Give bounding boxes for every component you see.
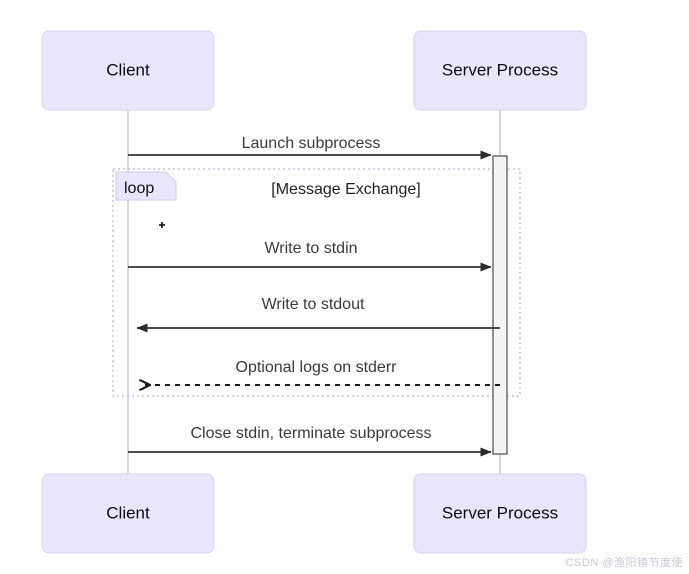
loop-tag-shape xyxy=(115,171,177,201)
participant-server-bottom[interactable]: Server Process xyxy=(413,473,587,554)
participant-label-client-top: Client xyxy=(106,60,150,79)
loop-operator-label: loop xyxy=(124,180,154,197)
message-label-launch-subprocess: Launch subprocess xyxy=(242,135,381,152)
loop-frame-border xyxy=(112,168,521,397)
participant-box-client-bottom xyxy=(41,473,215,554)
participant-label-client-bottom: Client xyxy=(106,503,150,522)
loop-condition-label: [Message Exchange] xyxy=(271,181,420,198)
message-5[interactable]: Close stdin, terminate subprocess xyxy=(128,425,492,457)
message-label-close-stdin-terminate-subprocess: Close stdin, terminate subprocess xyxy=(191,425,432,442)
message-2[interactable]: Write to stdin xyxy=(128,240,492,272)
cursor-mark-icon xyxy=(159,222,165,228)
participant-label-server-bottom: Server Process xyxy=(442,503,558,522)
message-label-write-to-stdin: Write to stdin xyxy=(264,240,357,257)
watermark-text: CSDN @渔阳镇节度使 xyxy=(565,557,683,569)
message-1[interactable]: Launch subprocess xyxy=(128,135,492,160)
activation-bar-server xyxy=(492,155,508,455)
message-label-optional-logs-on-stderr: Optional logs on stderr xyxy=(236,359,398,376)
participant-client-bottom[interactable]: Client xyxy=(41,473,215,554)
loop-fragment[interactable]: loop [Message Exchange] xyxy=(112,168,521,397)
message-4[interactable]: Optional logs on stderr xyxy=(140,359,500,385)
lifelines xyxy=(127,110,501,474)
participant-server-top[interactable]: Server Process xyxy=(413,30,587,111)
participant-box-server-top xyxy=(413,30,587,111)
participant-client-top[interactable]: Client xyxy=(41,30,215,111)
message-3[interactable]: Write to stdout xyxy=(136,296,500,333)
participant-label-server-top: Server Process xyxy=(442,60,558,79)
participant-box-client-top xyxy=(41,30,215,111)
message-label-write-to-stdout: Write to stdout xyxy=(262,296,365,313)
participant-box-server-bottom xyxy=(413,473,587,554)
